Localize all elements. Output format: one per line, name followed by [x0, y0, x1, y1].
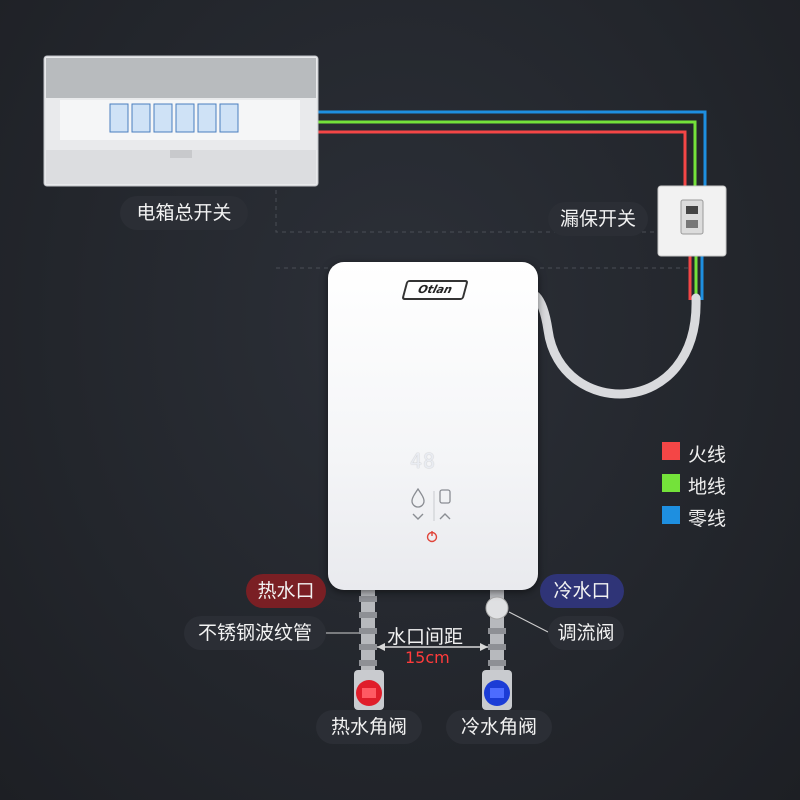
label-hot-valve: 热水角阀 [316, 710, 422, 744]
label-hot-inlet: 热水口 [246, 574, 326, 608]
power-icon [426, 531, 438, 543]
label-leak-switch: 漏保开关 [548, 202, 648, 236]
label-cold-valve: 冷水角阀 [446, 710, 552, 744]
legend-label-live: 火线 [688, 444, 727, 466]
legend-swatch-neutral [662, 506, 680, 524]
legend-swatch-live [662, 442, 680, 460]
leak-switch [657, 185, 727, 257]
label-main-switch: 电箱总开关 [120, 196, 248, 230]
water-heater [328, 262, 538, 590]
mode-icon [439, 489, 451, 504]
hot-pipe [359, 590, 377, 670]
label-flow-valve: 调流阀 [548, 616, 624, 650]
spacing-value: 15cm [405, 648, 450, 667]
chevron-up-icon [439, 513, 451, 520]
legend-label-neutral: 零线 [688, 508, 727, 530]
neutral-wire [318, 110, 707, 186]
cold-angle-valve [482, 670, 512, 710]
live-wire [318, 130, 687, 186]
temperature-display: 48 [410, 449, 437, 473]
water-drop-icon [411, 487, 425, 508]
label-hose: 不锈钢波纹管 [184, 616, 326, 650]
spacing-arrow-right-head [480, 643, 488, 651]
hot-angle-valve [354, 670, 384, 710]
valve-pointer [508, 611, 549, 633]
ground-wire [318, 120, 697, 186]
guide-line-left [275, 190, 688, 233]
label-cold-inlet: 冷水口 [540, 574, 624, 608]
spacing-arrow-left-head [377, 643, 385, 651]
electrical-box [43, 55, 319, 187]
power-cable [531, 291, 701, 399]
control-panel [411, 487, 451, 543]
label-spacing: 水口间距 [387, 626, 464, 648]
chevron-down-icon [412, 513, 424, 520]
brand-logo: Otlan [401, 280, 469, 300]
cold-pipe [485, 590, 509, 670]
legend-swatch-ground [662, 474, 680, 492]
legend-label-ground: 地线 [688, 476, 727, 498]
